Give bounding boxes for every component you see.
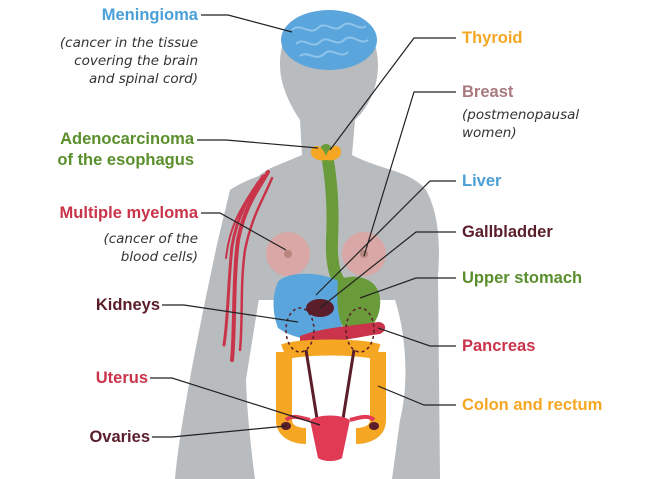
uterus-label: Uterus [60,368,148,388]
breast-label: Breast [462,82,513,102]
breast-note-line1: (postmenopausal [462,107,579,124]
myeloma-note-line1: (cancer of the [40,231,198,248]
colon-rectum-label: Colon and rectum [462,395,602,415]
pancreas-label: Pancreas [462,336,535,356]
brain [281,10,377,70]
meningioma-note-line3: and spinal cord) [10,71,198,88]
thyroid-label: Thyroid [462,28,523,48]
meningioma-label: Meningioma [50,5,198,25]
liver-label: Liver [462,171,501,191]
ovaries-label: Ovaries [50,427,150,447]
kidneys-label: Kidneys [60,295,160,315]
myeloma-note-line2: blood cells) [40,249,198,266]
meningioma-note-line2: covering the brain [10,53,198,70]
adenocarcinoma-label-line1: Adenocarcinoma [10,129,194,149]
multiple-myeloma-label: Multiple myeloma [5,203,198,223]
ureters [306,350,354,425]
breast-note-line2: women) [462,125,517,142]
meningioma-note-line1: (cancer in the tissue [10,35,198,52]
adenocarcinoma-label-line2: of the esophagus [10,150,194,170]
gallbladder-label: Gallbladder [462,222,553,242]
upper-stomach-label: Upper stomach [462,268,582,288]
